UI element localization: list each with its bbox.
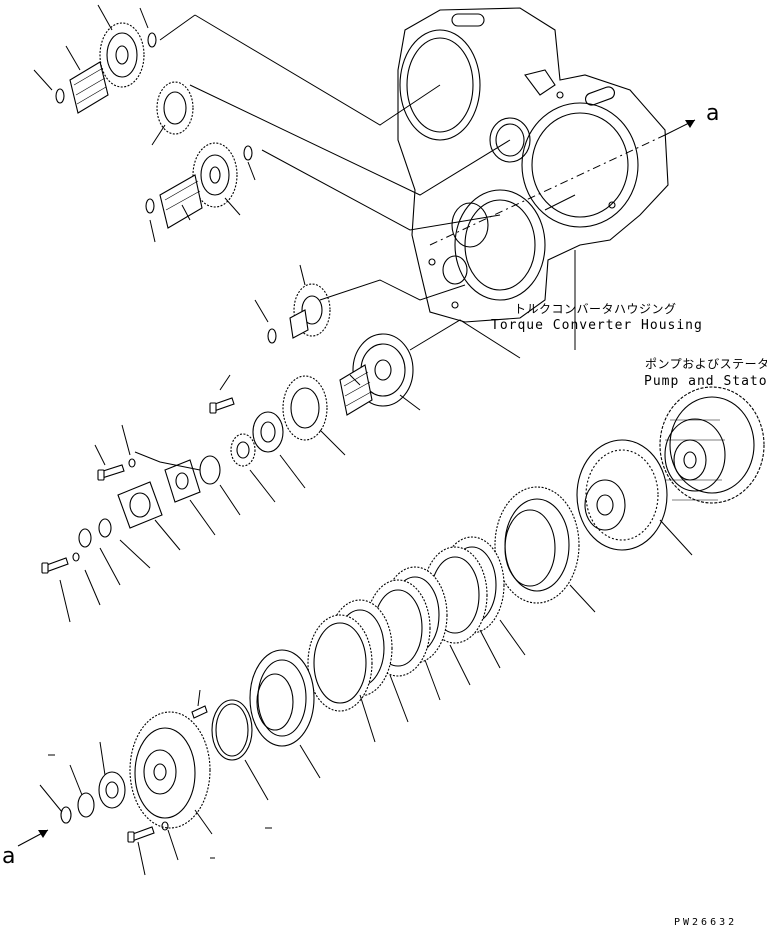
top-gear-cluster [55,22,253,229]
housing-label-jp: トルクコンバータハウジング [514,302,677,316]
gear-with-bearing [230,375,328,467]
drawing-code: PW26632 [674,917,738,928]
clutch-housing-flange [60,705,211,843]
clutch-pack [211,486,580,761]
leader-lines [17,4,696,876]
pump-stator-label-jp: ポンプおよびステータ [645,357,767,371]
housing-label-en: Torque Converter Housing [491,318,703,333]
torque-converter-housing [397,7,669,323]
middle-gear [267,283,331,344]
pump-and-stator-assembly [659,386,765,504]
reference-a-bottom: a [2,844,16,869]
small-fasteners [41,397,235,574]
reference-a-top: a [706,101,720,126]
output-shaft-hub [339,333,414,416]
pump-stator-label-en: Pump and Stator [644,374,767,389]
turbine [576,439,668,551]
